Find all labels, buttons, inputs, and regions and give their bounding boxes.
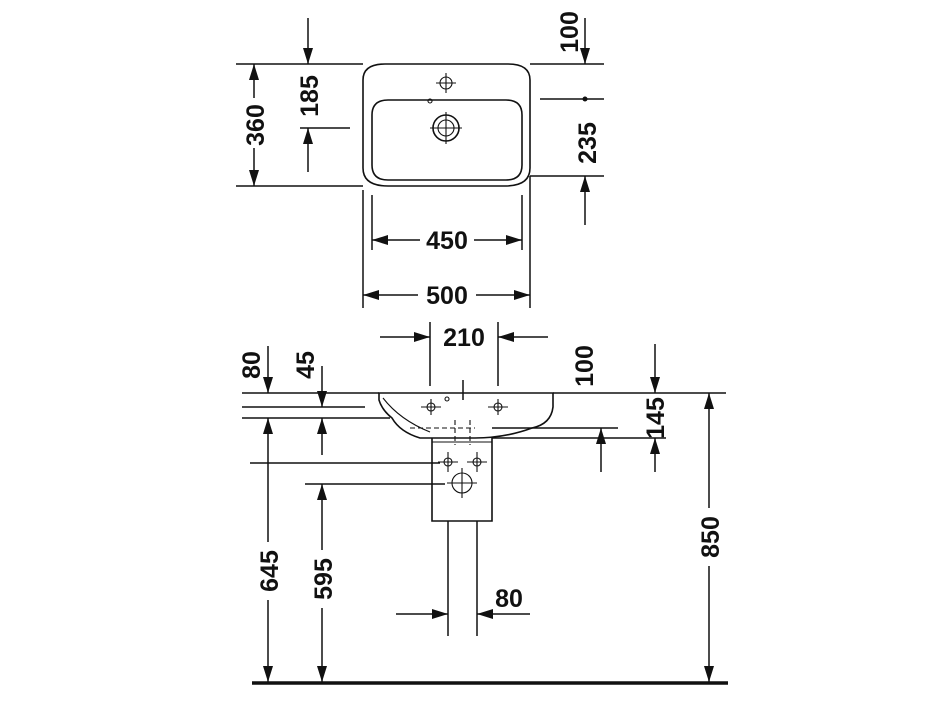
overflow-top — [427, 98, 433, 104]
dim-360: 360 — [242, 104, 270, 146]
dim-100-top: 100 — [556, 11, 584, 53]
front-view: 210 80 45 645 595 100 — [238, 322, 728, 685]
basin-outline-top — [362, 63, 531, 187]
dim-645: 645 — [256, 550, 284, 592]
dim-595: 595 — [310, 558, 338, 600]
semi-pedestal — [431, 438, 493, 522]
dim-80-left: 80 — [238, 351, 266, 379]
basin-outline-front — [378, 392, 554, 439]
dim-450: 450 — [426, 227, 468, 255]
dim-210: 210 — [443, 324, 485, 352]
dim-45: 45 — [292, 351, 320, 379]
outlet-symbols — [438, 452, 487, 498]
tap-hole-left-front — [421, 399, 441, 415]
top-view: 360 185 100 235 450 50 — [236, 11, 604, 310]
dim-850: 850 — [697, 516, 725, 558]
dim-145: 145 — [642, 397, 670, 439]
dim-80-pipe: 80 — [495, 585, 523, 613]
dim-235: 235 — [574, 122, 602, 164]
dim-100-front: 100 — [571, 345, 599, 387]
dim-500: 500 — [426, 282, 468, 310]
tap-hole-right-front — [488, 399, 508, 415]
dim-185: 185 — [296, 75, 324, 117]
bowl-outline-top — [371, 99, 523, 181]
